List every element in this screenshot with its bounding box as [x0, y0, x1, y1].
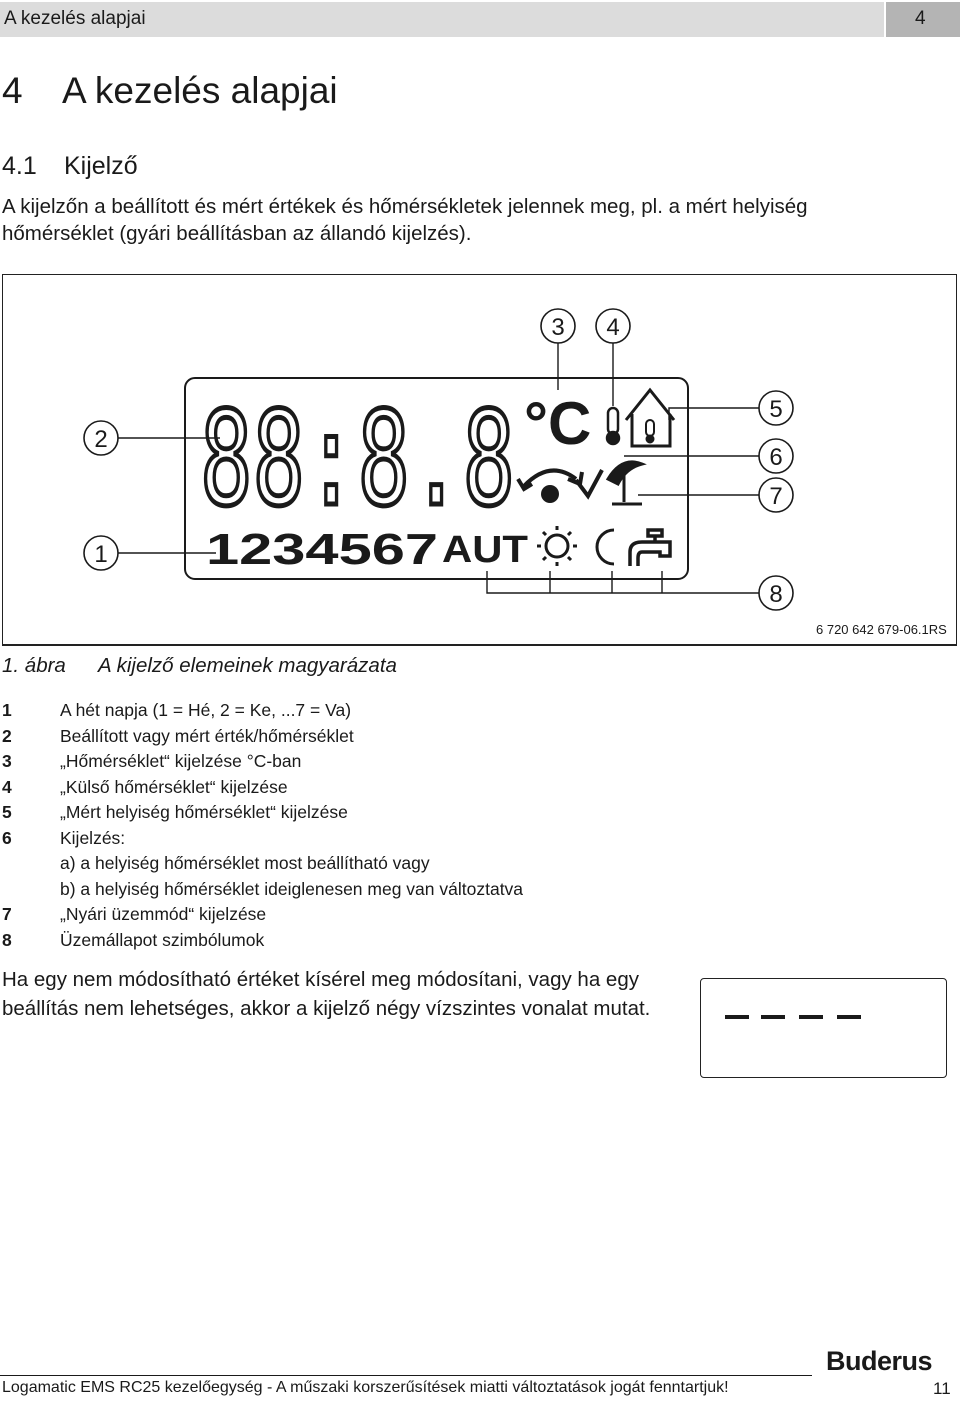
lcd-outline [184, 377, 689, 580]
caption-number: 1. ábra [2, 654, 66, 677]
summer-mode-icon [605, 460, 647, 506]
footer-rule [0, 1375, 812, 1376]
lcd-digits: 88:8.8 [200, 383, 515, 535]
note-paragraph: Ha egy nem módosítható értéket kísérel m… [2, 968, 651, 1020]
dash-segment [799, 1015, 823, 1019]
callout-5: 5 [769, 396, 782, 423]
celsius-unit: °C [524, 390, 591, 457]
chapter-heading-number: 4 [2, 70, 23, 111]
legend-subitem: a) a helyiség hőmérséklet most beállítha… [60, 853, 430, 873]
moon-icon [595, 528, 615, 566]
legend-number: 7 [2, 904, 12, 924]
temporary-change-icon [516, 468, 584, 503]
caption-text: A kijelző elemeinek magyarázata [98, 654, 397, 677]
callout-4: 4 [606, 314, 619, 341]
legend-number: 6 [2, 827, 12, 848]
chapter-tab [886, 2, 960, 37]
callout-6: 6 [769, 444, 782, 471]
section-heading-number: 4.1 [2, 152, 37, 180]
legend-text: Kijelzés: [60, 827, 126, 848]
legend-text: „Mért helyiség hőmérséklet“ kijelzése [60, 802, 348, 822]
footer-text: Logamatic EMS RC25 kezelőegység - A műsz… [2, 1379, 729, 1396]
legend-number: 2 [2, 725, 12, 746]
legend-item: 1 A hét napja (1 = Hé, 2 = Ke, ...7 = Va) [2, 698, 523, 724]
dash-segment [837, 1015, 861, 1019]
figure-caption: 1. ábra A kijelző elemeinek magyarázata [2, 654, 397, 678]
lcd-diagram: 2 1 3 4 5 6 7 8 88:8.8 °C [83, 308, 794, 611]
page-number: 11 [933, 1379, 951, 1398]
header-bar [0, 2, 884, 37]
legend-item: 5 „Mért helyiség hőmérséklet“ kijelzése [2, 800, 523, 826]
house-thermometer-icon [624, 387, 676, 448]
brand-logo: Buderus [826, 1346, 933, 1376]
legend-item: 6 Kijelzés: [2, 826, 523, 852]
four-dash-display [700, 978, 947, 1078]
callout-1: 1 [94, 541, 107, 568]
thermometer-icon [605, 406, 621, 446]
legend-number: 4 [2, 776, 12, 797]
hot-water-tap-icon [628, 528, 672, 566]
figure-code: 6 720 642 679-06.1RS [816, 622, 947, 637]
sun-icon [537, 526, 577, 566]
header-chapter-number: 4 [915, 8, 926, 29]
weekday-numbers: 1234567 [206, 525, 438, 574]
section-heading: 4.1 Kijelző [2, 152, 138, 181]
callout-2: 2 [94, 426, 107, 453]
legend-text: „Nyári üzemmód“ kijelzése [60, 904, 267, 924]
section-heading-text: Kijelző [64, 152, 138, 180]
chapter-heading: 4 A kezelés alapjai [2, 70, 338, 112]
legend-text: „Hőmérséklet“ kijelzése °C-ban [60, 751, 302, 771]
legend-text: „Külső hőmérséklet“ kijelzése [60, 776, 288, 797]
legend-text: Üzemállapot szimbólumok [60, 929, 265, 950]
legend-text: Beállított vagy mért érték/hőmérséklet [60, 725, 354, 746]
legend-item: 3 „Hőmérséklet“ kijelzése °C-ban [2, 749, 523, 775]
legend-number: 8 [2, 929, 12, 950]
dash-segment [761, 1015, 785, 1019]
auto-mode-label: AUT [442, 529, 528, 571]
callout-3: 3 [551, 314, 564, 341]
intro-paragraph: A kijelzőn a beállított és mért értékek … [2, 195, 808, 245]
dash-segment [725, 1015, 749, 1019]
legend-number: 1 [2, 700, 12, 720]
legend-number: 3 [2, 751, 12, 771]
legend-item: 2 Beállított vagy mért érték/hőmérséklet [2, 724, 523, 750]
legend-list: 1 A hét napja (1 = Hé, 2 = Ke, ...7 = Va)… [2, 698, 523, 953]
legend-number: 5 [2, 802, 12, 822]
callout-8: 8 [769, 581, 782, 608]
figure-frame [2, 274, 957, 646]
chapter-heading-text: A kezelés alapjai [62, 70, 338, 111]
legend-item: 4 „Külső hőmérséklet“ kijelzése [2, 775, 523, 801]
legend-subitem: b) a helyiség hőmérséklet ideiglenesen m… [60, 878, 524, 899]
legend-item: 8 Üzemállapot szimbólumok [2, 928, 523, 954]
header-title: A kezelés alapjai [4, 8, 146, 29]
legend-text: A hét napja (1 = Hé, 2 = Ke, ...7 = Va) [60, 700, 352, 720]
set-value-icon [574, 469, 604, 500]
leader-lines [118, 343, 759, 594]
callout-7: 7 [769, 483, 782, 510]
legend-item: 7 „Nyári üzemmód“ kijelzése [2, 902, 523, 928]
